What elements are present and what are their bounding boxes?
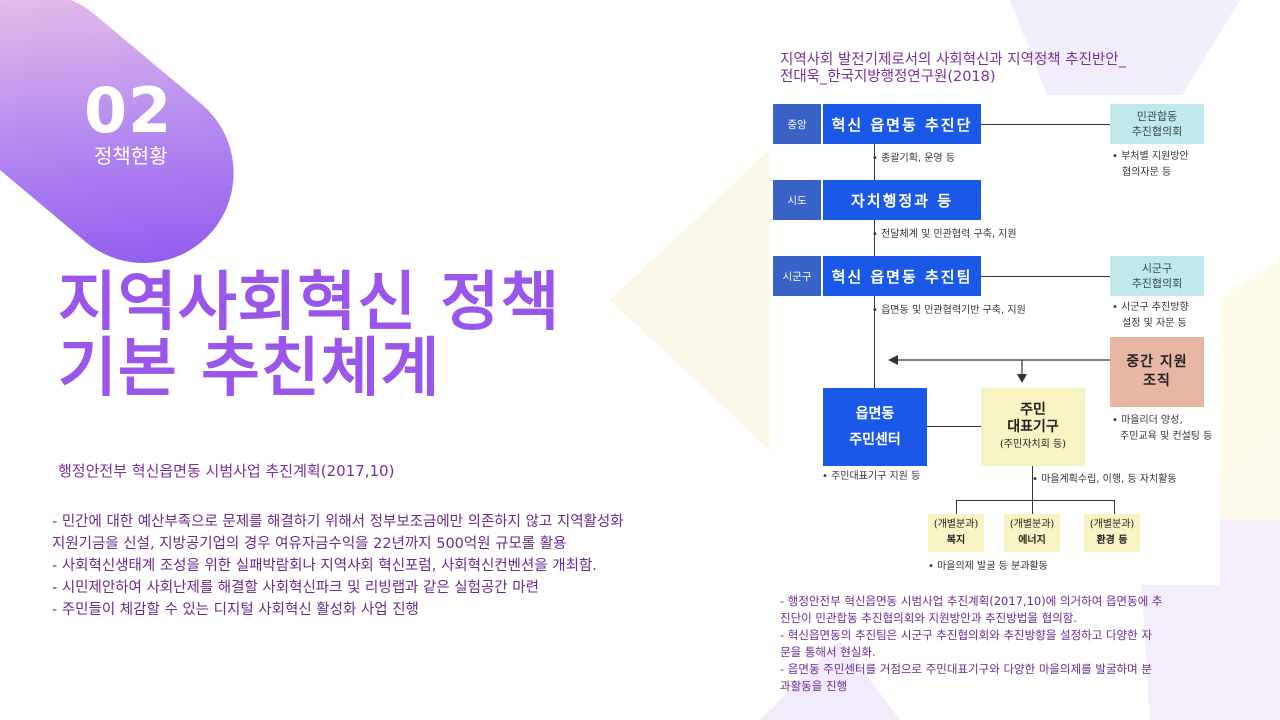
bottom-note-line: 과활동을 진행: [780, 679, 848, 693]
subcommittee-label: (개별분과): [1009, 519, 1055, 530]
level-tag-city: 시군구: [773, 256, 821, 296]
council-note-2b: 설정 및 자문 등: [1122, 318, 1187, 329]
bullet-list: - 민간에 대한 예산부족으로 문제를 해결하기 위해서 정부보조금에만 의존하…: [52, 511, 732, 621]
central-note: • 종괄기획, 운영 등: [872, 153, 956, 164]
rep-note: • 마을계획수립, 이행, 등 자치활동: [1032, 474, 1177, 485]
middle-support-org-box: 중간 지원 조직: [1110, 337, 1204, 407]
bottom-notes: - 행정안전부 혁신읍면동 시범사업 추진계획(2017,10)에 의거하여 읍…: [780, 593, 1220, 695]
council-line1: 시군구: [1141, 262, 1173, 275]
subcommittee-note: • 마을의제 발굴 등 분과활동: [928, 561, 1048, 572]
page-title: 지역사회혁신 정책 기본 추친체계: [58, 270, 560, 402]
connector-line: [1114, 500, 1115, 514]
bullet-item: - 주민들이 체감할 수 있는 디지털 사회혁신 활성화 사업 진행: [52, 602, 419, 618]
arrow-lines: [888, 355, 1110, 383]
subcommittee-box-welfare: (개별분과) 복지: [928, 514, 984, 552]
rep-line1: 주민: [1020, 401, 1046, 418]
section-subtitle: 정책현황: [94, 144, 168, 168]
center-line1: 읍면동: [855, 406, 895, 422]
bottom-note-line: - 읍면동 주민센터를 거점으로 주민대표기구와 다양한 마을의제를 발굴하며 …: [780, 662, 1152, 676]
council-box-city: 시군구 추진협의회: [1110, 256, 1204, 296]
connector-line: [956, 500, 1114, 501]
subcommittee-name: 환경 등: [1096, 535, 1128, 546]
bottom-note-line: - 행정안전부 혁신읍면동 시범사업 추진계획(2017,10)에 의거하여 읍…: [780, 594, 1163, 608]
organization-diagram: 중앙 혁신 읍면동 추진단 민관합동 추진협의회 • 부처별 지원방안 협의자문…: [770, 95, 1220, 585]
connector-line: [1032, 466, 1033, 500]
subcommittee-box-energy: (개별분과) 에너지: [1004, 514, 1060, 552]
bullet-item: - 민간에 대한 예산부족으로 문제를 해결하기 위해서 정부보조금에만 의존하…: [52, 514, 624, 530]
level-tag-province: 시도: [773, 180, 821, 220]
bottom-note-line: 진단이 민관합동 추진협의회와 지원방안과 추진방법을 협의함.: [780, 611, 1078, 625]
city-promotion-team-box: 혁신 읍면동 추진팀: [823, 256, 981, 296]
center-note: • 주민대표기구 지원 등: [822, 471, 921, 482]
source-citation: 지역사회 발전기제로서의 사회혁신과 지역정책 추진반안_ 전대욱_한국지방행정…: [780, 52, 1220, 86]
bottom-note-line: 문을 통해서 현실화.: [780, 645, 876, 659]
bottom-note-line: - 혁신읍면동의 추진팀은 시군구 추진협의회와 추진방향을 설정하고 다양한 …: [780, 628, 1152, 642]
council-note-1a: • 부처별 지원방안: [1112, 151, 1189, 162]
council-line2: 추진협의회: [1131, 277, 1183, 290]
province-note: • 전달체계 및 민관협력 구축, 지원: [872, 229, 1017, 240]
province-admin-box: 자치행정과 등: [823, 180, 981, 220]
center-line2: 주민센터: [849, 432, 901, 448]
subcommittee-box-environment: (개별분과) 환경 등: [1084, 514, 1140, 552]
council-note-2a: • 시군구 추진방향: [1112, 302, 1189, 313]
page-title-line1: 지역사회혁신 정책: [58, 266, 561, 340]
connector-line: [927, 426, 981, 427]
subcommittee-label: (개별분과): [933, 519, 979, 530]
council-box-public-private: 민관합동 추진협의회: [1110, 104, 1204, 144]
subcommittee-name: 에너지: [1018, 535, 1046, 546]
middle-org-note-a: • 마을리더 양성,: [1112, 415, 1183, 426]
bullet-item: 지원기금을 신설, 지방공기업의 경우 여유자금수익을 22년까지 500억원 …: [52, 536, 567, 552]
connector-line: [981, 276, 1110, 277]
policy-subheading: 행정안전부 혁신읍면동 시범사업 추진계획(2017,10): [58, 462, 395, 480]
council-line2: 추진협의회: [1131, 125, 1183, 138]
rep-line2: 대표기구: [1007, 418, 1059, 435]
connector-line: [874, 144, 875, 180]
city-note: • 읍면동 및 민관협력기반 구축, 지원: [872, 305, 1026, 316]
central-promotion-box: 혁신 읍면동 추진단: [823, 104, 981, 144]
source-line1: 지역사회 발전기제로서의 사회혁신과 지역정책 추진반안_: [780, 52, 1126, 68]
level-tag-central: 중앙: [773, 104, 821, 144]
section-number: 02: [84, 74, 173, 147]
connector-line: [874, 296, 875, 388]
subcommittee-name: 복지: [946, 535, 966, 546]
source-line2: 전대욱_한국지방행정연구원(2018): [780, 69, 996, 85]
council-line1: 민관합동: [1136, 110, 1178, 123]
connector-line: [874, 220, 875, 256]
page-title-line2: 기본 추친체계: [58, 332, 441, 406]
middle-org-line1: 중간 지원: [1126, 354, 1188, 370]
connector-line: [1032, 500, 1033, 514]
bullet-item: - 사회혁신생태계 조성을 위한 실패박람회나 지역사회 혁신포럼, 사회혁신컨…: [52, 558, 597, 574]
middle-org-note-b: 주민교육 및 컨설팅 등: [1120, 431, 1213, 442]
resident-rep-body-box: 주민 대표기구 (주민자치회 등): [981, 388, 1085, 466]
council-note-1b: 협의자문 등: [1122, 167, 1172, 178]
subcommittee-label: (개별분과): [1089, 519, 1135, 530]
community-center-box: 읍면동 주민센터: [823, 388, 927, 466]
connector-line: [981, 124, 1110, 125]
middle-org-line2: 조직: [1143, 373, 1171, 389]
bullet-item: - 시민제안하여 사회난제를 해결할 사회혁신파크 및 리빙랩과 같은 실험공간…: [52, 580, 539, 596]
rep-line3: (주민자치회 등): [999, 438, 1067, 450]
connector-line: [956, 500, 957, 514]
